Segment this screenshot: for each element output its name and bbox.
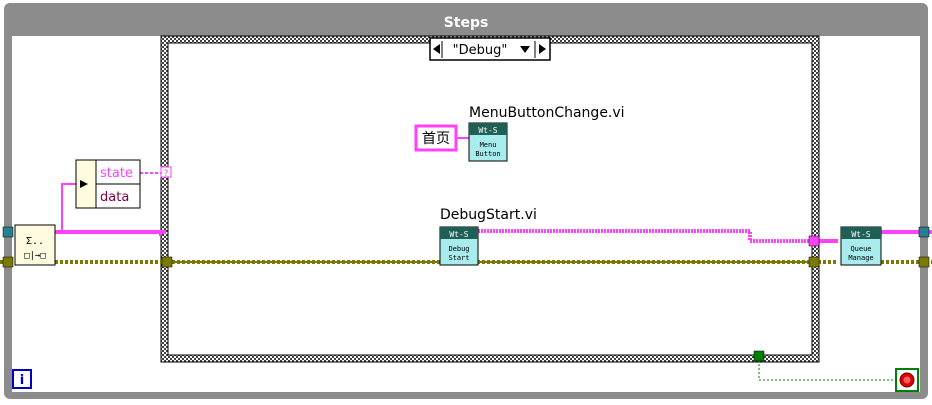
subvi-label: DebugStart.vi xyxy=(440,207,537,223)
subvi-header: Wt-S xyxy=(478,126,497,135)
unbundle-field-data: data xyxy=(100,190,129,205)
subvi-queue-manage[interactable]: Wt-S Queue Manage xyxy=(840,226,882,266)
svg-text:?: ? xyxy=(164,169,169,179)
stop-condition-terminal[interactable] xyxy=(895,368,919,392)
subvi-header: Wt-S xyxy=(449,230,468,239)
subvi-body-line2: Manage xyxy=(848,254,873,262)
unbundle-field-state: state xyxy=(100,166,133,181)
tunnels: ? xyxy=(2,166,930,362)
left-error-tunnel[interactable] xyxy=(2,256,14,268)
subvi-body-line1: Queue xyxy=(850,245,871,253)
subvi-body-line2: Button xyxy=(475,150,500,158)
state-tunnel[interactable] xyxy=(160,166,172,178)
subvi-body-line1: Menu xyxy=(480,141,497,149)
subvi-debug-start[interactable]: DebugStart.vi Wt-S Debug Start xyxy=(439,207,537,266)
case-selector[interactable]: "Debug" xyxy=(429,37,551,61)
case-selector-value: "Debug" xyxy=(453,43,508,58)
right-shift-register[interactable] xyxy=(918,226,930,238)
menu-string-constant[interactable]: 首页 xyxy=(414,124,458,152)
unbundle-by-name[interactable]: state data xyxy=(75,159,141,209)
subvi-body-line2: Start xyxy=(448,254,469,262)
dequeue-icon-line2: □|→□ xyxy=(24,251,46,261)
subvi-menu-button-change[interactable]: MenuButtonChange.vi Wt-S Menu Button xyxy=(468,105,625,162)
right-error-tunnel[interactable] xyxy=(918,256,930,268)
dequeue-element-node[interactable]: Σ.. □|→□ xyxy=(14,224,56,266)
menu-string-value: 首页 xyxy=(422,131,450,147)
case-structure[interactable] xyxy=(160,35,820,363)
iteration-terminal[interactable]: i xyxy=(12,369,32,389)
case-right-tunnel[interactable] xyxy=(808,256,820,268)
subvi-header: Wt-S xyxy=(851,230,870,239)
triangle-left-icon[interactable] xyxy=(433,44,440,54)
iteration-terminal-label: i xyxy=(20,373,24,388)
triangle-right-icon[interactable] xyxy=(539,44,546,54)
case-left-tunnel[interactable] xyxy=(161,256,173,268)
left-shift-register[interactable] xyxy=(2,226,14,238)
subvi-label: MenuButtonChange.vi xyxy=(469,105,625,121)
case-right-pink-tunnel[interactable] xyxy=(808,235,820,247)
arrow-right-icon xyxy=(80,180,88,188)
subvi-body-line1: Debug xyxy=(448,245,469,253)
case-stop-tunnel[interactable] xyxy=(753,350,765,362)
chevron-down-icon[interactable] xyxy=(520,46,530,53)
dequeue-icon-line1: Σ.. xyxy=(26,236,44,247)
loop-title: Steps xyxy=(444,15,489,31)
